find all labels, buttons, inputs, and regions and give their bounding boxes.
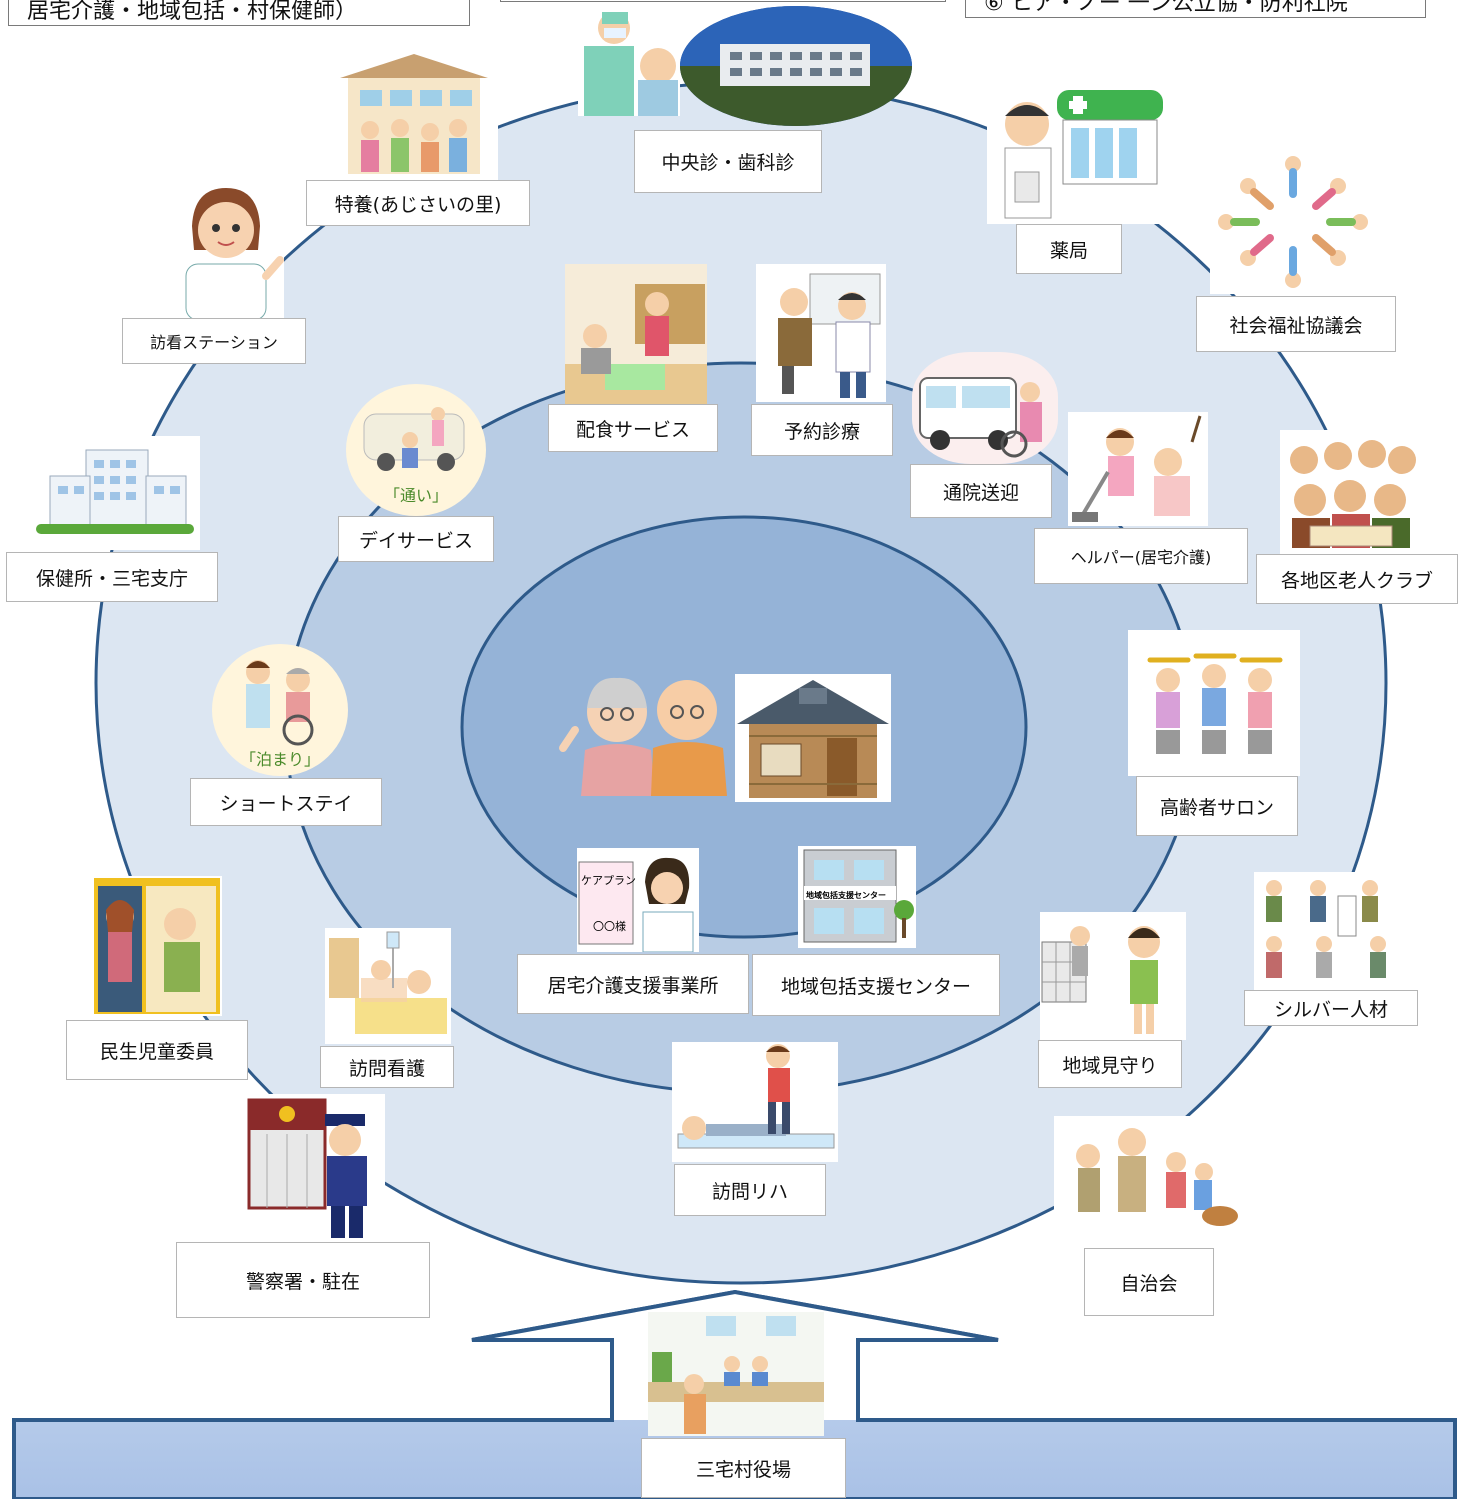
header-box-left: 居宅介護・地域包括・村保健師） (8, 0, 470, 26)
neighborhood-illustration (1054, 1116, 1246, 1242)
label-community-center: 地域包括支援センター (752, 954, 1000, 1016)
header-left-text: 居宅介護・地域包括・村保健師） (27, 0, 358, 24)
day-badge: 「通い」 (383, 486, 448, 505)
label-day-service: デイサービス (338, 516, 494, 562)
label-police: 警察署・駐在 (176, 1242, 430, 1318)
label-meal-service: 配食サービス (548, 404, 718, 452)
label-tokuyo: 特養(あじさいの里) (306, 180, 530, 226)
label-helper: ヘルパー(居宅介護) (1034, 528, 1248, 584)
label-salon: 高齢者サロン (1136, 776, 1298, 836)
meal-service-illustration (565, 264, 707, 404)
header-right-text: ⑥ ヒア・ノー 一ン公立協・防利社院 (984, 0, 1348, 16)
label-welfare-commissioner: 民生児童委員 (66, 1020, 248, 1080)
rehab-illustration (672, 1042, 838, 1162)
community-center-building-illustration: 地域包括支援センター (798, 846, 916, 948)
bedside-nursing-illustration (325, 928, 451, 1044)
short-stay-illustration: 「泊まり」 (212, 644, 348, 776)
community-watch-illustration (1040, 912, 1186, 1040)
label-pharmacy: 薬局 (1016, 224, 1122, 274)
header-box-center (500, 0, 946, 2)
transport-van-illustration (912, 352, 1058, 464)
elderly-couple-icon (555, 668, 733, 796)
label-appointment-care: 予約診療 (751, 404, 893, 456)
clinic-building-photo (680, 6, 912, 126)
label-old-club: 各地区老人クラブ (1256, 554, 1458, 604)
careplan-sheet-text: ケアプラン (581, 874, 636, 887)
nursing-home-illustration (330, 48, 498, 180)
label-chuo-clinic: 中央診・歯科診 (634, 130, 822, 193)
social-welfare-illustration (1210, 150, 1376, 294)
label-clinic-transport: 通院送迎 (910, 464, 1052, 518)
careplan-name-text: 〇〇様 (593, 920, 626, 933)
label-short-stay: ショートステイ (190, 778, 382, 826)
care-plan-illustration: ケアプラン 〇〇様 (577, 848, 699, 952)
health-center-illustration (30, 436, 200, 550)
visitor-door-illustration (92, 876, 222, 1016)
label-social-welfare: 社会福祉協議会 (1196, 296, 1396, 352)
label-health-center: 保健所・三宅支庁 (6, 552, 218, 602)
community-center-sign: 地域包括支援センター (806, 891, 886, 900)
police-officer-illustration (245, 1094, 385, 1240)
label-visit-nursing: 訪問看護 (320, 1046, 454, 1088)
label-village-office: 三宅村役場 (641, 1438, 846, 1498)
house-icon (735, 674, 891, 802)
nurse-illustration (172, 180, 284, 320)
label-neighborhood: 自治会 (1084, 1248, 1214, 1316)
salon-exercise-illustration (1128, 630, 1300, 776)
label-care-support-office: 居宅介護支援事業所 (517, 954, 749, 1014)
stay-badge: 「泊まり」 (239, 750, 320, 769)
day-service-illustration: 「通い」 (346, 384, 486, 516)
label-visit-rehab: 訪問リハ (674, 1164, 826, 1216)
helper-cleaning-illustration (1068, 412, 1208, 526)
header-box-right: ⑥ ヒア・ノー 一ン公立協・防利社院 (965, 0, 1426, 18)
doctor-consultation-illustration (756, 264, 886, 402)
seniors-club-illustration (1280, 430, 1422, 554)
village-office-illustration (648, 1312, 824, 1436)
pharmacy-illustration (987, 80, 1167, 224)
label-community-watch: 地域見守り (1038, 1040, 1182, 1088)
silver-workers-illustration (1254, 872, 1404, 990)
label-silver: シルバー人材 (1244, 990, 1418, 1026)
label-home-nursing-station: 訪看ステーション (122, 318, 306, 364)
dentist-illustration (578, 6, 680, 116)
